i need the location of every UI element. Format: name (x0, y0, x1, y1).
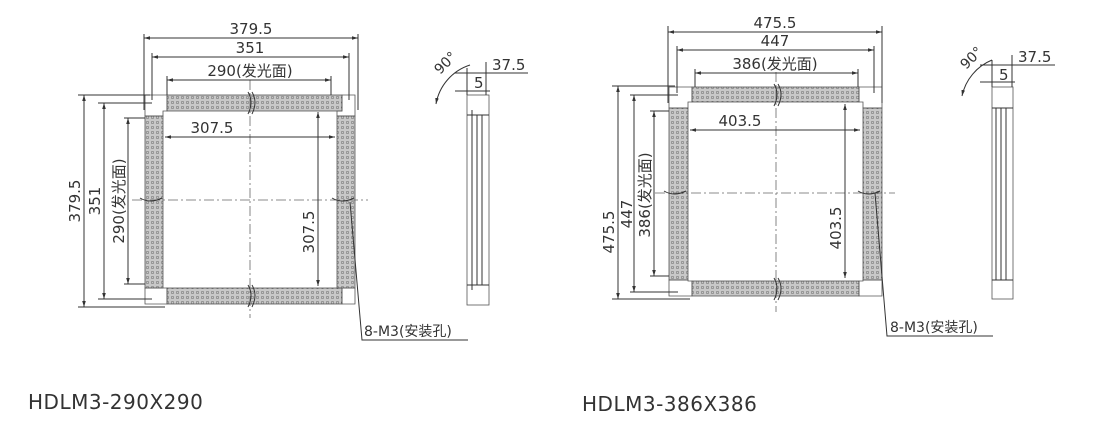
dim-inner-height: 403.5 (827, 207, 845, 250)
dim-emit-width: 386(发光面) (732, 55, 817, 73)
side-offset-label: 5 (474, 74, 484, 92)
side-depth-label: 37.5 (492, 56, 525, 74)
dim-mount-height: 447 (618, 200, 636, 229)
model-label-386: HDLM3-386X386 (582, 392, 758, 416)
dim-emit-width: 290(发光面) (207, 62, 292, 80)
mounting-hole-note: 8-M3(安装孔) (890, 320, 978, 336)
front-view-386: 475.5 447 386(发光面) 403.5 475.5 447 386(发… (600, 14, 993, 337)
dim-inner-height: 307.5 (300, 211, 318, 254)
dim-emit-height: 386(发光面) (636, 152, 654, 237)
dim-mount-height: 351 (86, 187, 104, 216)
side-offset-label: 5 (999, 66, 1009, 84)
side-angle-label: 90° (958, 44, 987, 73)
dim-outer-height: 379.5 (66, 180, 84, 223)
front-view-290: 379.5 351 290(发光面) 307.5 379.5 351 290(发… (66, 20, 468, 341)
mounting-hole-note: 8-M3(安装孔) (364, 324, 452, 340)
side-view-386: 90° 37.5 5 (958, 44, 1055, 300)
dim-inner-width: 403.5 (719, 112, 762, 130)
model-label-290: HDLM3-290X290 (28, 390, 204, 414)
dim-inner-width: 307.5 (191, 119, 234, 137)
dim-outer-width: 379.5 (230, 20, 273, 38)
dim-emit-height: 290(发光面) (110, 158, 128, 243)
dim-outer-width: 475.5 (754, 14, 797, 32)
dim-mount-width: 447 (761, 32, 790, 50)
dim-outer-height: 475.5 (600, 211, 618, 254)
side-depth-label: 37.5 (1018, 48, 1051, 66)
dim-mount-width: 351 (236, 39, 265, 57)
side-view-290: 90° 37.5 5 (432, 49, 528, 306)
